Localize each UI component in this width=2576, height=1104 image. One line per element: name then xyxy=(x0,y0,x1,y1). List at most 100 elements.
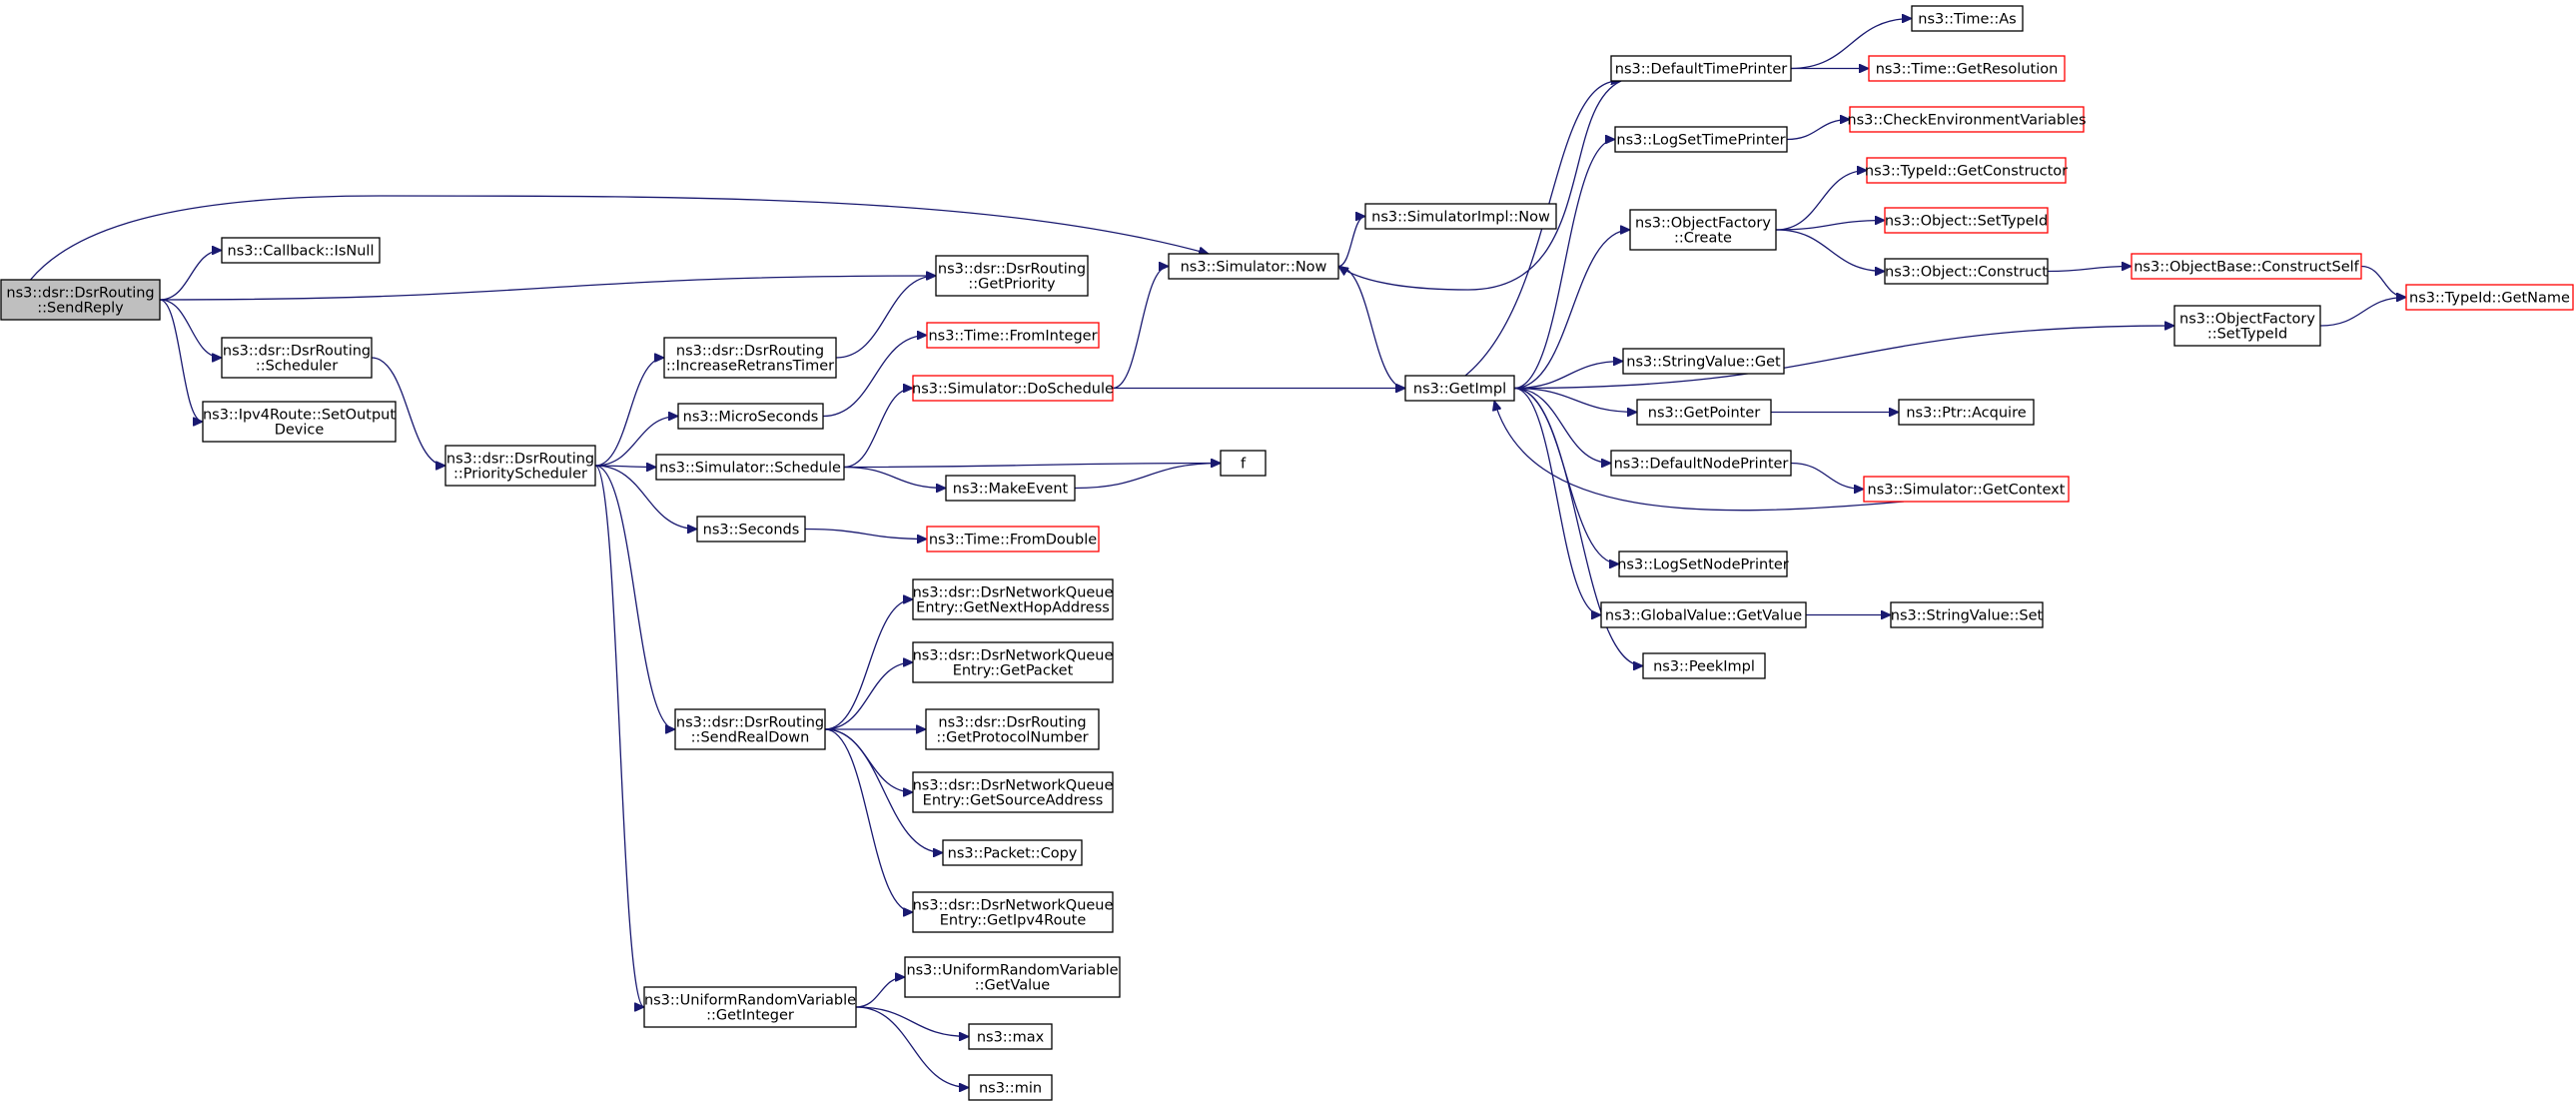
node-getpriority[interactable]: ns3::dsr::DsrRouting::GetPriority xyxy=(935,255,1089,297)
node-doschedule[interactable]: ns3::Simulator::DoSchedule xyxy=(912,375,1114,402)
node-box xyxy=(1866,157,2067,184)
node-incretrans[interactable]: ns3::dsr::DsrRouting::IncreaseRetransTim… xyxy=(663,337,837,379)
node-label: ns3::GetImpl xyxy=(1413,382,1506,398)
edge-getinteger-to-urvgetvalue xyxy=(855,977,905,1008)
node-isnull[interactable]: ns3::Callback::IsNull xyxy=(221,237,381,264)
node-peekimpl[interactable]: ns3::PeekImpl xyxy=(1642,652,1766,679)
node-logsetnodeprinter[interactable]: ns3::LogSetNodePrinter xyxy=(1617,551,1789,577)
node-box xyxy=(674,708,826,750)
node-box xyxy=(696,516,806,543)
node-ptracquire[interactable]: ns3::Ptr::Acquire xyxy=(1898,399,2035,426)
node-strvalset[interactable]: ns3::StringValue::Set xyxy=(1890,601,2044,628)
node-nexthop[interactable]: ns3::dsr::DsrNetworkQueueEntry::GetNextH… xyxy=(912,578,1114,620)
edge-schedule-to-f xyxy=(843,464,1221,469)
node-label: ns3::Time::FromDouble xyxy=(929,533,1097,549)
node-label: ns3::LogSetNodePrinter xyxy=(1617,557,1789,573)
node-getconstructor[interactable]: ns3::TypeId::GetConstructor xyxy=(1865,157,2068,184)
node-label: ::IncreaseRetransTimer xyxy=(666,359,834,375)
node-srcaddr[interactable]: ns3::dsr::DsrNetworkQueueEntry::GetSourc… xyxy=(912,771,1114,813)
node-strvalget[interactable]: ns3::StringValue::Get xyxy=(1622,348,1785,375)
node-label: ns3::UniformRandomVariable xyxy=(906,963,1118,979)
node-label: Entry::GetIpv4Route xyxy=(940,913,1087,929)
node-gvgetvalue[interactable]: ns3::GlobalValue::GetValue xyxy=(1600,601,1807,628)
node-checkenv[interactable]: ns3::CheckEnvironmentVariables xyxy=(1847,106,2087,133)
node-deftimeprinter[interactable]: ns3::DefaultTimePrinter xyxy=(1610,55,1792,82)
node-makeevent[interactable]: ns3::MakeEvent xyxy=(945,475,1076,502)
edge-deftimeprinter-to-simnow xyxy=(1338,80,1622,291)
node-box xyxy=(1364,203,1557,230)
node-label: ns3::StringValue::Get xyxy=(1626,355,1781,371)
node-label: ns3::Object::SetTypeId xyxy=(1885,214,2048,230)
edge-sendrealdown-to-getipv4route xyxy=(824,728,913,912)
edge-ofsettypeid-to-getname xyxy=(2319,298,2406,327)
node-getipv4route[interactable]: ns3::dsr::DsrNetworkQueueEntry::GetIpv4R… xyxy=(912,891,1114,933)
node-objconstruct[interactable]: ns3::Object::Construct xyxy=(1884,258,2049,285)
node-label: ::Scheduler xyxy=(256,359,338,375)
node-defnodeprinter[interactable]: ns3::DefaultNodePrinter xyxy=(1610,450,1792,477)
node-timeas[interactable]: ns3::Time::As xyxy=(1911,5,2024,32)
node-box xyxy=(1898,399,2035,426)
node-getpointer[interactable]: ns3::GetPointer xyxy=(1636,399,1772,426)
node-simnow[interactable]: ns3::Simulator::Now xyxy=(1168,253,1339,280)
node-label: ns3::dsr::DsrNetworkQueue xyxy=(913,585,1114,601)
node-label: ns3::Ipv4Route::SetOutput xyxy=(203,408,396,424)
node-label: ns3::dsr::DsrNetworkQueue xyxy=(913,648,1114,664)
node-scheduler[interactable]: ns3::dsr::DsrRouting::Scheduler xyxy=(221,337,373,379)
node-box xyxy=(1614,126,1788,153)
node-pktcopy[interactable]: ns3::Packet::Copy xyxy=(942,839,1083,866)
node-getname[interactable]: ns3::TypeId::GetName xyxy=(2405,284,2574,311)
node-label: ns3::CheckEnvironmentVariables xyxy=(1847,113,2086,129)
node-sendrealdown[interactable]: ns3::dsr::DsrRouting::SendRealDown xyxy=(674,708,826,750)
node-box xyxy=(912,578,1114,620)
edge-objconstruct-to-constructself xyxy=(2047,267,2132,273)
node-constructself[interactable]: ns3::ObjectBase::ConstructSelf xyxy=(2131,253,2362,280)
node-urvgetvalue[interactable]: ns3::UniformRandomVariable::GetValue xyxy=(904,956,1121,998)
edge-getimpl-to-getpointer xyxy=(1513,387,1637,413)
node-box xyxy=(926,322,1100,349)
node-frominteger[interactable]: ns3::Time::FromInteger xyxy=(926,322,1100,349)
node-fromdouble[interactable]: ns3::Time::FromDouble xyxy=(926,526,1100,552)
node-box xyxy=(1849,106,2085,133)
node-label: ns3::PeekImpl xyxy=(1653,659,1755,675)
node-label: ns3::dsr::DsrRouting xyxy=(446,452,594,468)
node-min[interactable]: ns3::min xyxy=(968,1074,1053,1101)
node-simimplnow[interactable]: ns3::SimulatorImpl::Now xyxy=(1364,203,1557,230)
edge-sendreply-to-simnow xyxy=(30,195,1210,281)
node-getpacket[interactable]: ns3::dsr::DsrNetworkQueueEntry::GetPacke… xyxy=(912,641,1114,683)
node-prioritysched[interactable]: ns3::dsr::DsrRouting::PriorityScheduler xyxy=(444,445,596,487)
edge-getcontext-to-getimpl xyxy=(1494,401,1905,512)
node-f[interactable]: f xyxy=(1220,450,1267,477)
node-ofcreate[interactable]: ns3::ObjectFactory::Create xyxy=(1629,209,1777,251)
node-getimpl[interactable]: ns3::GetImpl xyxy=(1404,375,1515,402)
node-label: ns3::dsr::DsrRouting xyxy=(676,715,824,731)
node-settypeid[interactable]: ns3::Object::SetTypeId xyxy=(1884,207,2049,234)
edge-prioritysched-to-sendrealdown xyxy=(594,465,675,729)
node-box xyxy=(1168,253,1339,280)
node-box xyxy=(1220,450,1267,477)
node-box xyxy=(221,237,381,264)
node-label: ::GetPriority xyxy=(968,277,1056,293)
node-getcontext[interactable]: ns3::Simulator::GetContext xyxy=(1863,476,2070,503)
node-logsettimeprinter[interactable]: ns3::LogSetTimePrinter xyxy=(1614,126,1788,153)
node-label: ns3::Ptr::Acquire xyxy=(1906,406,2026,422)
node-label: ns3::SimulatorImpl::Now xyxy=(1371,210,1550,226)
node-seconds[interactable]: ns3::Seconds xyxy=(696,516,806,543)
node-box xyxy=(1642,652,1766,679)
edge-schedule-to-makeevent xyxy=(843,466,946,489)
node-microseconds[interactable]: ns3::MicroSeconds xyxy=(677,403,824,430)
node-sendreply[interactable]: ns3::dsr::DsrRouting::SendReply xyxy=(0,279,161,321)
node-box xyxy=(1600,601,1807,628)
node-getinteger[interactable]: ns3::UniformRandomVariable::GetInteger xyxy=(643,986,857,1028)
node-getresolution[interactable]: ns3::Time::GetResolution xyxy=(1868,55,2066,82)
node-label: ::GetValue xyxy=(975,978,1051,994)
node-label: Entry::GetPacket xyxy=(953,663,1074,679)
node-ofsettypeid[interactable]: ns3::ObjectFactory::SetTypeId xyxy=(2173,305,2321,347)
node-max[interactable]: ns3::max xyxy=(968,1023,1053,1050)
node-box xyxy=(968,1023,1053,1050)
edge-getinteger-to-min xyxy=(855,1006,969,1088)
node-schedule[interactable]: ns3::Simulator::Schedule xyxy=(655,454,845,481)
node-protonum[interactable]: ns3::dsr::DsrRouting::GetProtocolNumber xyxy=(925,708,1100,750)
edge-getimpl-to-ofcreate xyxy=(1513,230,1630,390)
